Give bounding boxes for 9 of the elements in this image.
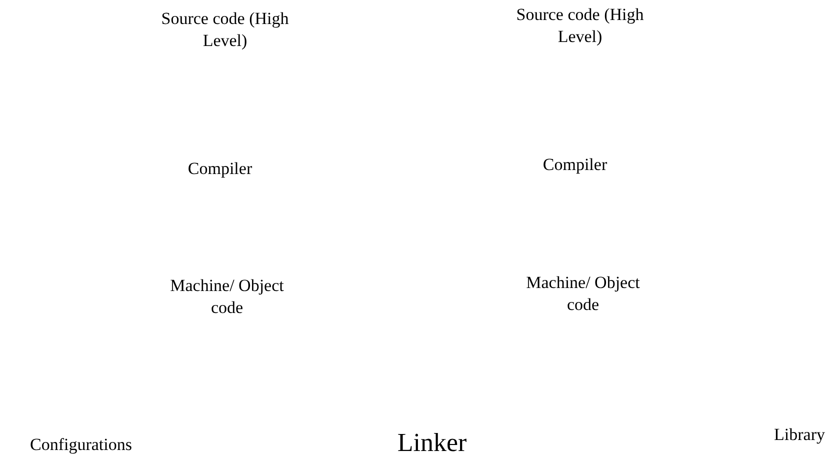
- text-label: Source code (High Level): [160, 8, 290, 52]
- text-label: Configurations: [29, 434, 133, 456]
- text-label: Linker: [396, 427, 468, 459]
- text-label: Compiler: [186, 158, 254, 180]
- text-label: Machine/ Object code: [169, 275, 285, 320]
- text-label: Source code (High Level): [515, 4, 645, 48]
- text-label: Machine/ Object code: [525, 272, 641, 316]
- text-label: Library: [773, 424, 826, 446]
- text-label: Compiler: [542, 154, 608, 176]
